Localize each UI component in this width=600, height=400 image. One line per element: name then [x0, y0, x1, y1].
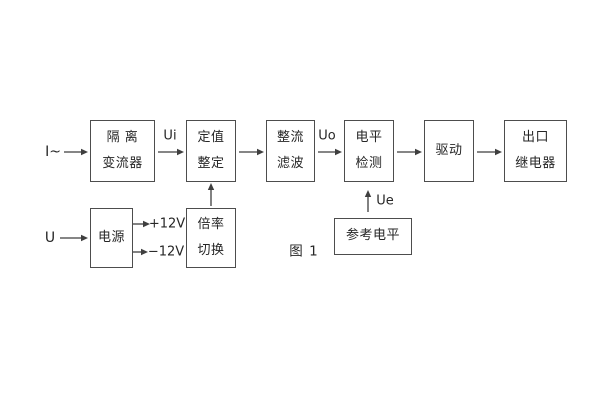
block-driver-line1: 驱动: [435, 142, 463, 158]
block-level-detector: 电平 检测: [344, 120, 394, 182]
block-power-supply: 电源: [90, 208, 133, 268]
block-isolation-line1: 隔 离: [106, 129, 139, 145]
arrow-power-minus-rail: [133, 248, 148, 256]
block-rectifier-filter: 整流 滤波: [266, 120, 315, 182]
label-rail-negative: −12V: [147, 244, 185, 260]
block-setting-adjust: 定值 整定: [186, 120, 236, 182]
block-setting-line2: 整定: [197, 156, 225, 171]
block-power-line1: 电源: [97, 229, 125, 245]
arrow-isolation-to-setting: [158, 148, 184, 156]
block-isolation-transformer: 隔 离 变流器: [90, 120, 155, 182]
block-detector-line1: 电平: [355, 129, 383, 145]
block-relay-line1: 出口: [521, 129, 549, 145]
label-signal-uo: Uo: [318, 128, 336, 144]
label-input-current: I~: [45, 144, 61, 160]
arrow-rectifier-to-detector: [318, 148, 342, 156]
block-detector-line2: 检测: [355, 156, 383, 171]
label-signal-ui: Ui: [163, 128, 177, 144]
arrow-input-current-to-isolation: [64, 148, 88, 156]
block-ratio-line2: 切换: [197, 243, 225, 258]
block-ratio-switch: 倍率 切换: [186, 208, 236, 268]
arrow-input-voltage-to-power: [60, 234, 88, 242]
arrow-ratio-switch-to-setting: [207, 183, 215, 206]
block-setting-line1: 定值: [197, 129, 225, 145]
block-relay-line2: 继电器: [515, 156, 556, 171]
label-signal-ue: Ue: [376, 193, 394, 209]
arrow-setting-to-rectifier: [239, 148, 264, 156]
arrow-driver-to-relay: [477, 148, 502, 156]
block-output-relay: 出口 继电器: [504, 120, 567, 182]
block-driver: 驱动: [424, 120, 474, 182]
block-isolation-line2: 变流器: [102, 156, 143, 171]
arrow-power-plus-rail: [133, 220, 150, 228]
arrow-reference-to-detector: [364, 190, 372, 212]
block-rectifier-line1: 整流: [276, 129, 304, 145]
label-input-voltage: U: [44, 230, 56, 246]
block-ratio-line1: 倍率: [197, 216, 225, 232]
figure-caption: 图 1: [289, 243, 319, 260]
label-rail-positive: +12V: [148, 216, 186, 232]
block-rectifier-line2: 滤波: [276, 156, 304, 171]
block-reference-line1: 参考电平: [345, 228, 400, 244]
block-reference-level: 参考电平: [334, 218, 412, 255]
arrow-detector-to-driver: [397, 148, 422, 156]
